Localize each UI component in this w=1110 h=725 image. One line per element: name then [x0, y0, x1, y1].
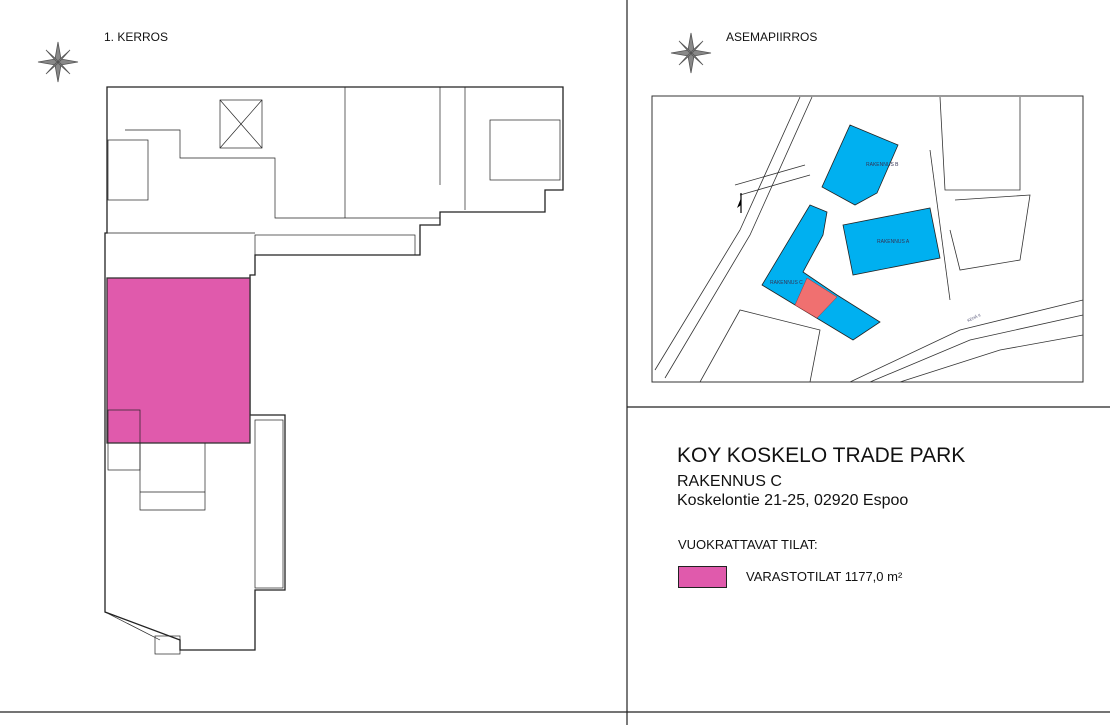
north-arrow-icon [737, 193, 742, 213]
project-title: KOY KOSKELO TRADE PARK [677, 444, 966, 467]
building-a [842, 207, 941, 276]
compass-rose-icon [37, 41, 79, 83]
floor-label: 1. KERROS [104, 30, 169, 44]
leased-area-site [794, 277, 838, 319]
building-b-label: RAKENNUS B [866, 162, 899, 168]
site-plan: RAKENNUS B RAKENNUS A RAKENNUS C KEHÄ II [651, 95, 1084, 383]
leasable-heading: VUOKRATTAVAT TILAT: [678, 537, 818, 552]
compass-rose-icon [670, 32, 712, 74]
building-name: RAKENNUS C [677, 473, 782, 490]
building-b [821, 124, 899, 206]
building-c [761, 204, 881, 341]
road-label: KEHÄ II [966, 312, 981, 323]
building-c-label: RAKENNUS C [770, 280, 803, 286]
building-a-label: RAKENNUS A [877, 239, 910, 245]
legend-swatch [678, 566, 727, 588]
building-outline [104, 86, 564, 651]
site-plan-label: ASEMAPIIRROS [726, 30, 818, 44]
address: Koskelontie 21-25, 02920 Espoo [677, 492, 909, 509]
legend-label: VARASTOTILAT 1177,0 m² [746, 569, 903, 584]
leased-warehouse-area [106, 277, 251, 444]
floor-plan [104, 86, 564, 655]
